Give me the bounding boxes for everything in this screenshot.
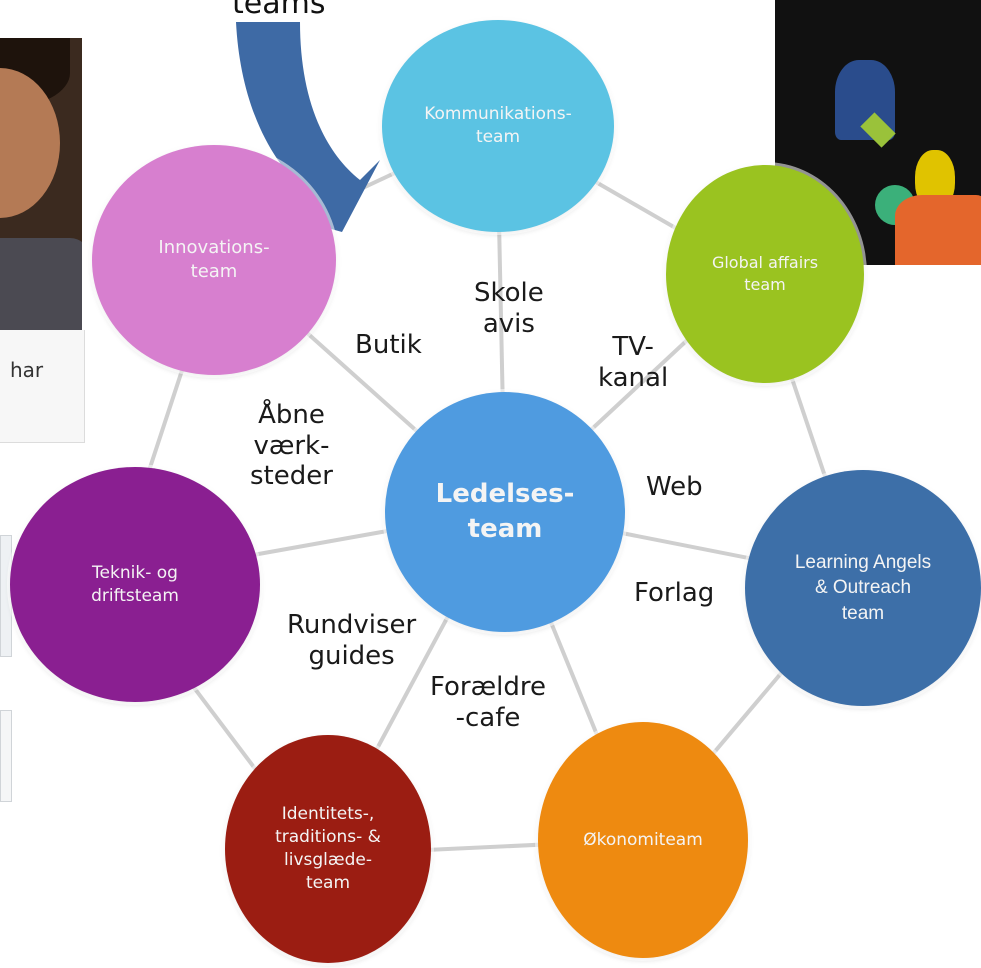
communication-team-label: Kommunikations- team: [424, 104, 572, 147]
innovation-team-label: Innovations- team: [158, 236, 270, 282]
communication-team-node: Kommunikations- team: [382, 20, 614, 232]
web-label: Web: [646, 472, 703, 502]
open-workshops-label: Åbne værk- steder: [250, 400, 333, 492]
tech-operations-team-node: Teknik- og driftsteam: [10, 467, 260, 702]
parent-cafe-label: Forældre -cafe: [430, 672, 546, 733]
guides-label: Rundviser guides: [287, 610, 417, 671]
craft-photo: [775, 0, 981, 265]
tv-channel-label: TV- kanal: [598, 332, 669, 393]
shop-label: Butik: [355, 330, 422, 360]
learning-angels-team-node: Learning Angels & Outreach team: [745, 470, 981, 706]
photo-caption: har: [10, 358, 44, 382]
child-photo: [0, 38, 82, 338]
photo-jacket: [0, 238, 82, 338]
global-affairs-team-label: Global affairs team: [711, 253, 819, 294]
photo-table: [895, 195, 981, 265]
top-caption: teams: [232, 0, 326, 21]
leadership-team-label: Ledelses- team: [435, 478, 575, 544]
economy-team-label: Økonomiteam: [583, 829, 703, 850]
identity-team-node: Identitets-, traditions- & livsglæde- te…: [225, 735, 431, 963]
learning-angels-team-label: Learning Angels & Outreach team: [794, 551, 932, 624]
publisher-label: Forlag: [634, 578, 715, 608]
innovation-team-node: Innovations- team: [92, 145, 336, 375]
photo-caption-box: har: [0, 330, 85, 443]
global-affairs-team-node: Global affairs team: [666, 165, 864, 383]
tech-operations-team-label: Teknik- og driftsteam: [91, 562, 179, 606]
economy-team-node: Økonomiteam: [538, 722, 748, 958]
identity-team-label: Identitets-, traditions- & livsglæde- te…: [275, 804, 381, 893]
curved-arrow-icon: [236, 22, 380, 232]
school-paper-label: Skole avis: [474, 278, 544, 339]
leadership-team-node: Ledelses- team: [385, 392, 625, 632]
thumbnail-fragment[interactable]: [0, 710, 12, 802]
